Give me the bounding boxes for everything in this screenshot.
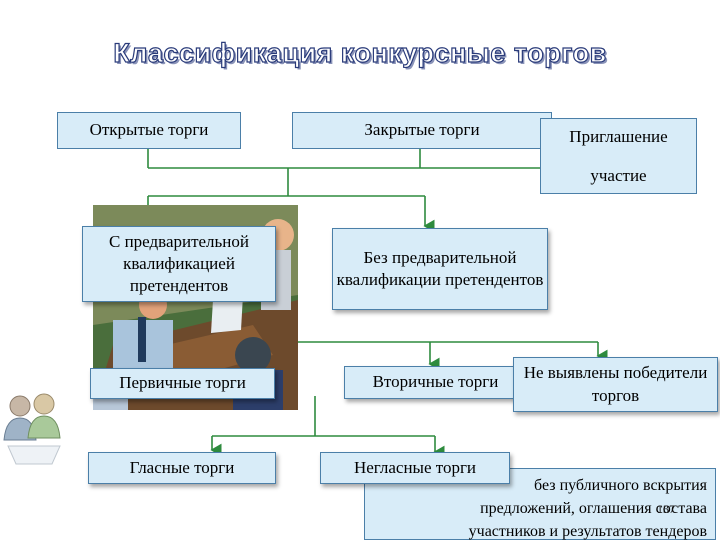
no-winners-box: Не выявлены победители торгов xyxy=(513,357,718,412)
primary-tenders-box: Первичные торги xyxy=(90,368,275,399)
secondary-tenders-box: Вторичные торги xyxy=(344,366,527,399)
with-prequalification-box: С предварительной квалификацией претенде… xyxy=(82,226,276,302)
without-prequalification-box: Без предварительной квалификации претенд… xyxy=(332,228,548,310)
nonpublic-tenders-label: Негласные торги xyxy=(353,457,477,477)
invitation-box: Приглашение участие xyxy=(540,118,697,194)
nonpublic-tenders-box: Негласные торги xyxy=(320,452,510,484)
without-prequalification-label: Без предварительной квалификации претенд… xyxy=(336,247,544,289)
invitation-label: Приглашение участие xyxy=(569,126,668,185)
public-tenders-label: Гласные торги xyxy=(129,457,235,477)
page-title: Классификация конкурсные торгов xyxy=(113,37,607,68)
people-avatars-icon xyxy=(0,388,70,468)
open-tenders-box: Открытые торги xyxy=(57,112,241,149)
no-winners-label: Не выявлены победители торгов xyxy=(523,363,708,405)
closed-tenders-label: Закрытые торги xyxy=(364,120,480,140)
secondary-tenders-label: Вторичные торги xyxy=(372,372,499,392)
page-number: 137 xyxy=(657,502,675,516)
with-prequalification-label: С предварительной квалификацией претенде… xyxy=(108,231,249,296)
closed-tenders-box: Закрытые торги xyxy=(292,112,552,149)
open-tenders-label: Открытые торги xyxy=(89,120,209,140)
primary-tenders-label: Первичные торги xyxy=(119,373,246,393)
public-tenders-box: Гласные торги xyxy=(88,452,276,484)
